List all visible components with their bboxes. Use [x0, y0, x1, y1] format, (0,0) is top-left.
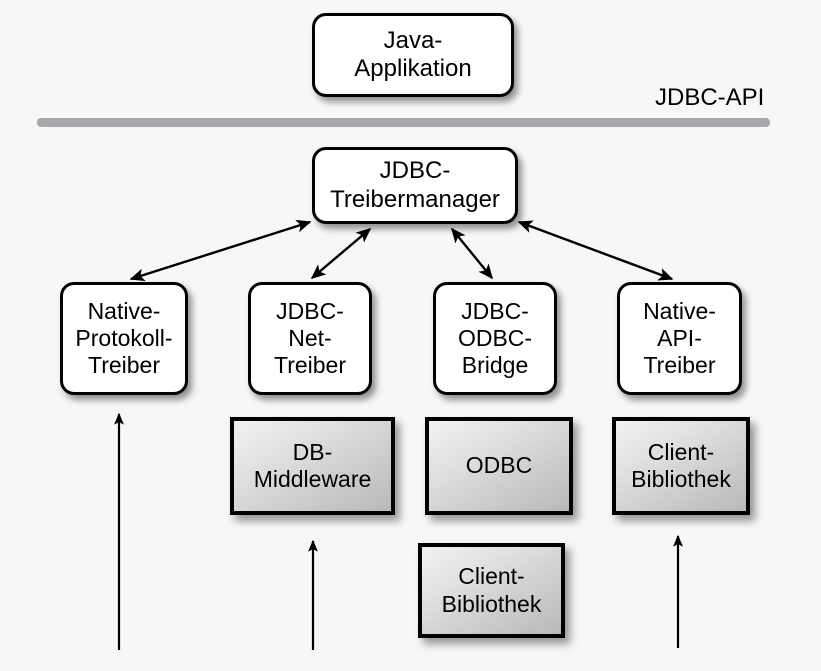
edge-treibermanager-to-native-protokoll — [129, 219, 312, 282]
node-jdbc-net-treiber[interactable]: JDBC- Net- Treiber — [248, 282, 372, 395]
node-db-middleware[interactable]: DB- Middleware — [230, 417, 395, 515]
node-client-bibliothek-center-label: Client- Bibliothek — [441, 563, 542, 617]
edge-treibermanager-to-jdbc-net — [310, 228, 372, 279]
edge-treibermanager-to-jdbc-odbc — [451, 227, 493, 280]
node-client-bibliothek-center[interactable]: Client- Bibliothek — [418, 543, 565, 638]
node-java-applikation[interactable]: Java- Applikation — [312, 13, 514, 97]
edge-treibermanager-to-native-api — [517, 220, 674, 281]
node-client-bibliothek-right-label: Client- Bibliothek — [631, 438, 731, 492]
node-odbc[interactable]: ODBC — [425, 417, 573, 515]
node-native-api-treiber-label: Native- API- Treiber — [643, 297, 716, 379]
node-java-applikation-label: Java- Applikation — [354, 26, 472, 82]
jdbc-api-label: JDBC-API — [655, 84, 765, 111]
node-jdbc-odbc-bridge[interactable]: JDBC- ODBC- Bridge — [433, 282, 557, 395]
jdbc-api-separator-bar — [37, 118, 770, 127]
node-native-api-treiber[interactable]: Native- API- Treiber — [617, 282, 742, 395]
node-jdbc-net-treiber-label: JDBC- Net- Treiber — [274, 297, 346, 379]
node-native-protokoll-treiber-label: Native- Protokoll- Treiber — [75, 297, 173, 379]
node-db-middleware-label: DB- Middleware — [253, 438, 372, 492]
node-jdbc-treibermanager-label: JDBC- Treibermanager — [330, 157, 500, 213]
node-odbc-label: ODBC — [465, 452, 533, 479]
node-client-bibliothek-right[interactable]: Client- Bibliothek — [612, 417, 750, 515]
node-jdbc-treibermanager[interactable]: JDBC- Treibermanager — [312, 147, 518, 224]
node-native-protokoll-treiber[interactable]: Native- Protokoll- Treiber — [60, 282, 188, 395]
node-jdbc-odbc-bridge-label: JDBC- ODBC- Bridge — [457, 297, 533, 379]
